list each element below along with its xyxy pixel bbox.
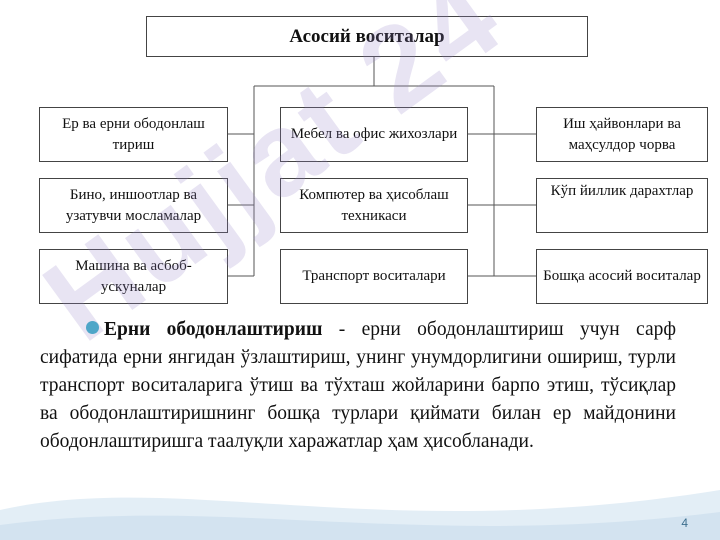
left-box-land: Ер ва ерни ободонлаш тириш [39, 107, 228, 162]
definition-body: ерни ободонлаштириш учун сарф сифатида е… [40, 319, 676, 452]
right-box-livestock: Иш ҳайвонлари ва маҳсулдор чорва [536, 107, 708, 162]
right-box-other-assets: Бошқа асосий воситалар [536, 249, 708, 304]
left-box-machinery: Машина ва асбоб-ускуналар [39, 249, 228, 304]
diagram-root-box: Асосий воситалар [146, 16, 588, 57]
bullet-icon [86, 321, 99, 334]
middle-box-furniture: Мебел ва офис жихозлари [280, 107, 468, 162]
diagram-connectors [228, 57, 536, 277]
middle-box-transport: Транспорт воситалари [280, 249, 468, 304]
background-wave [0, 490, 720, 540]
right-box-trees: Кўп йиллик дарахтлар [536, 178, 708, 233]
page-number: 4 [681, 516, 688, 530]
definition-paragraph: Ерни ободонлаштириш - ерни ободонлаштири… [40, 316, 676, 456]
definition-separator: - [322, 319, 362, 340]
left-box-buildings: Бино, иншоотлар ва узатувчи мосламалар [39, 178, 228, 233]
definition-term: Ерни ободонлаштириш [104, 319, 323, 340]
middle-box-computers: Компютер ва ҳисоблаш техникаси [280, 178, 468, 233]
